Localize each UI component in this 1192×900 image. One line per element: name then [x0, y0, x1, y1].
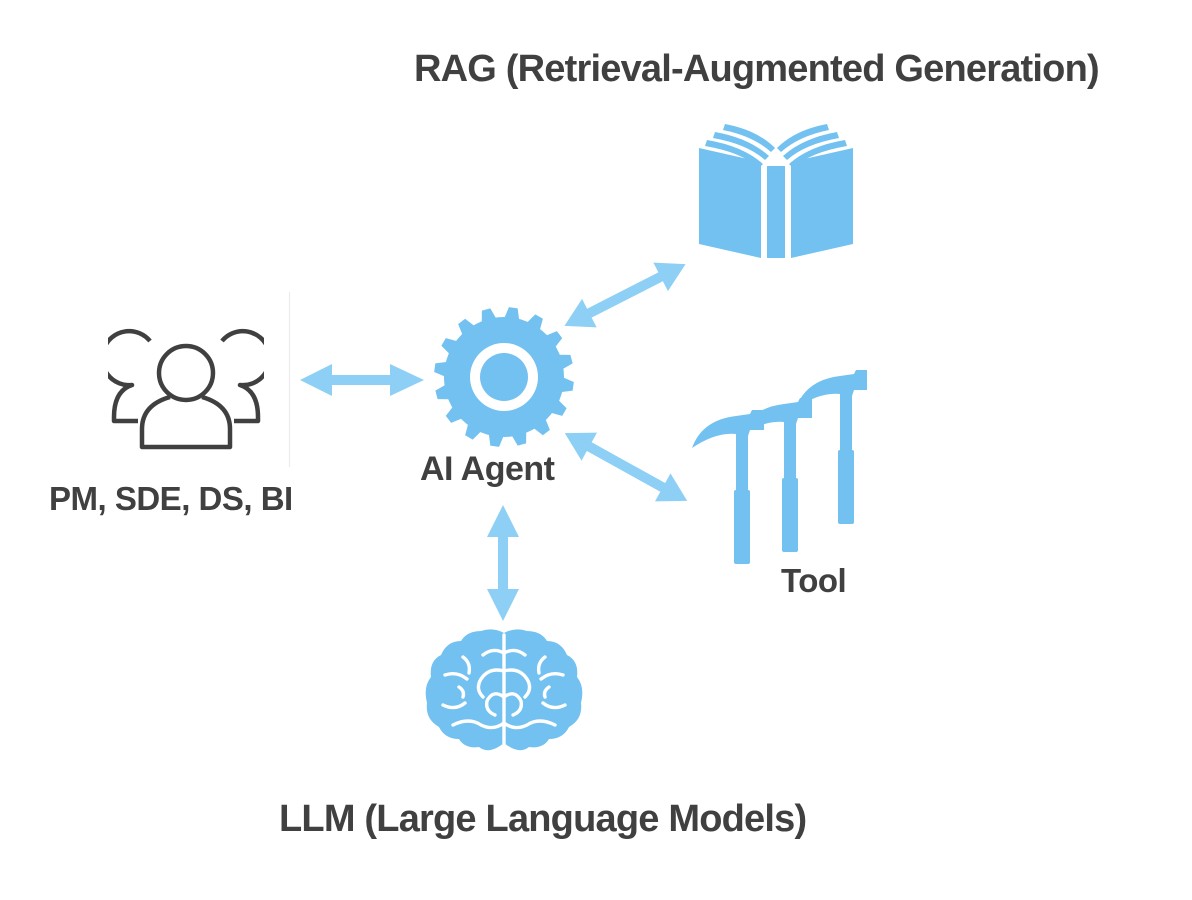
arrow-agent-llm: [487, 505, 519, 621]
rag-title: RAG (Retrieval-Augmented Generation): [414, 48, 1100, 90]
arrow-users-agent: [300, 364, 424, 396]
open-book-icon: [699, 124, 853, 258]
arrow-agent-rag: [564, 262, 686, 328]
users-label: PM, SDE, DS, BI: [49, 480, 293, 517]
hammers-icon: [692, 370, 867, 564]
llm-title: LLM (Large Language Models): [279, 798, 807, 840]
ai-agent-label: AI Agent: [420, 450, 555, 488]
tool-label: Tool: [781, 562, 847, 599]
gear-icon: [434, 307, 574, 447]
users-group-icon: [108, 328, 264, 450]
arrow-agent-tool: [564, 432, 688, 502]
divider-line: [288, 292, 291, 467]
brain-icon: [425, 629, 583, 751]
